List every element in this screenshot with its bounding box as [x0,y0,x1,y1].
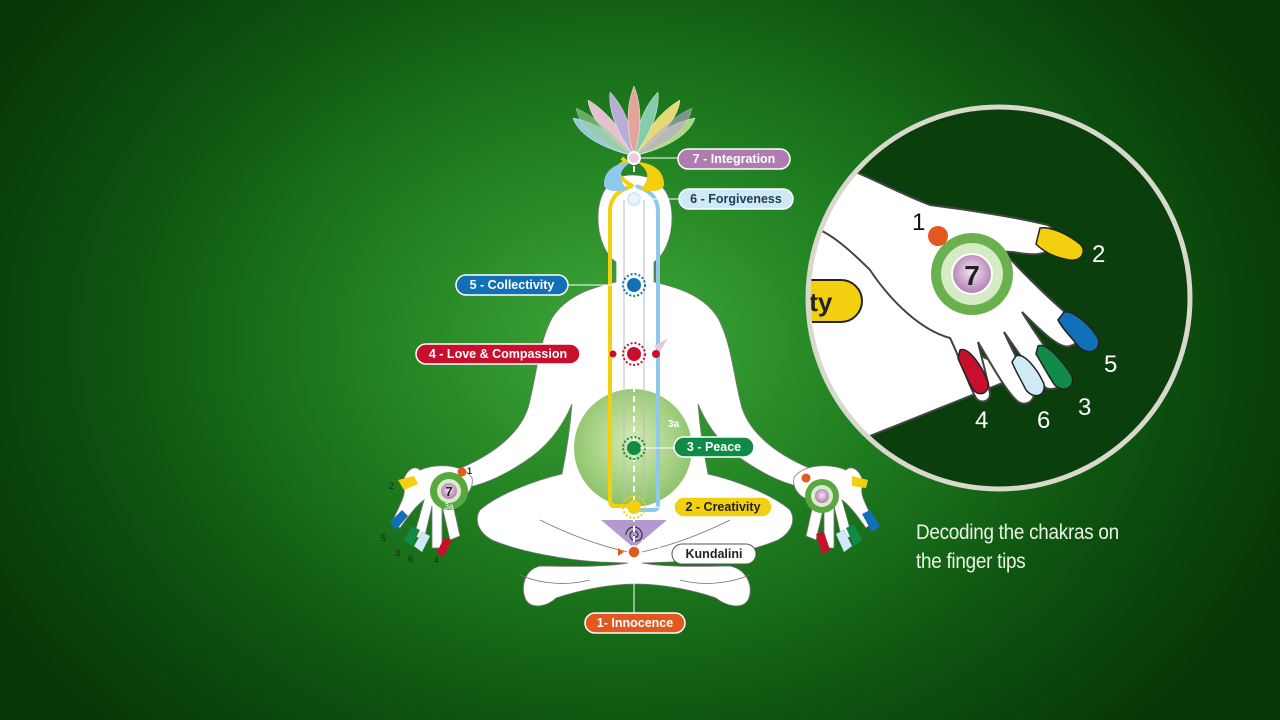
label-integration: 7 - Integration [677,148,791,170]
zoom-number-6: 6 [1037,407,1050,434]
svg-text:2 - Creativity: 2 - Creativity [685,500,760,514]
small-hand-number-4: 4 [434,555,439,565]
chakra-6-marker [627,192,641,206]
small-hand-number-2: 2 [389,481,394,491]
zoom-number-4: 4 [975,407,988,434]
right-channel [634,184,660,512]
svg-text:Kundalini: Kundalini [686,547,743,561]
caption-line-1: Decoding the chakras on [916,521,1119,544]
caption-line-2: the finger tips [916,550,1026,573]
small-hand-number-5: 5 [381,533,386,543]
lotus-crown [572,85,696,157]
left-hand [390,465,473,556]
zoom-number-3: 3 [1078,394,1091,421]
svg-text:1- Innocence: 1- Innocence [597,616,673,630]
label-kundalini: Kundalini [671,543,757,565]
zoom-fragment-text: ity [802,287,833,317]
zoom-number-5: 5 [1104,351,1117,378]
small-hand-number-3: 3 [395,548,400,558]
chakra-4-marker [622,342,646,366]
label-peace: 3 - Peace [673,436,755,458]
chakra-7-marker [627,151,641,165]
zoom-palm-number: 7 [964,260,980,291]
right-hand [793,465,880,554]
small-hand-void-number: 3a [445,502,454,511]
caption: Decoding the chakras on the finger tips [916,518,1150,576]
svg-text:6 - Forgiveness: 6 - Forgiveness [690,192,782,206]
label-innocence: 1- Innocence [584,612,686,634]
svg-text:3 - Peace: 3 - Peace [687,440,741,454]
label-collectivity: 5 - Collectivity [455,274,569,296]
svg-text:5 - Collectivity: 5 - Collectivity [470,278,555,292]
sacrum-triangle [601,520,667,548]
label-forgiveness: 6 - Forgiveness [678,188,794,210]
chakra-5-marker [622,273,646,297]
zoom-number-2: 2 [1092,241,1105,268]
small-hand-number-6: 6 [408,554,413,564]
void-label: 3a [668,419,680,430]
left-crescent [604,162,632,192]
zoom-inset: ity 7 1 2 5 3 6 4 [802,104,1193,492]
small-hand-palm-number: 7 [445,484,452,499]
zoom-number-1: 1 [912,209,925,236]
svg-text:4 - Love & Compassion: 4 - Love & Compassion [429,347,567,361]
right-crescent [636,162,664,192]
small-hand-number-1: 1 [467,466,472,476]
label-love-compassion: 4 - Love & Compassion [415,343,581,365]
zoom-label-fragment [808,279,863,323]
kundalini-spiral [625,526,643,542]
label-creativity: 2 - Creativity [673,496,773,518]
svg-text:7 - Integration: 7 - Integration [693,152,776,166]
